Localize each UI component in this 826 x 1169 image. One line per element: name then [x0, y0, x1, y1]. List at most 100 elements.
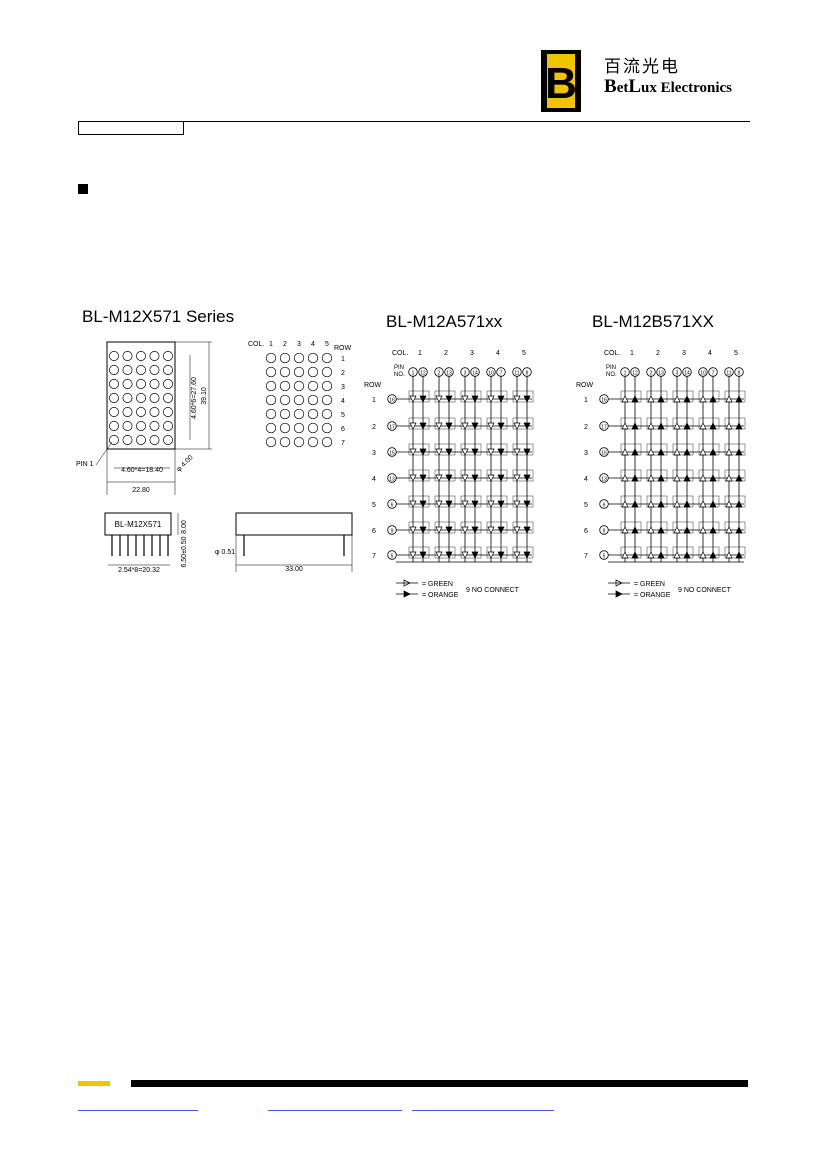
led-cell: [460, 521, 482, 534]
footer-link-3[interactable]: [412, 1110, 554, 1111]
led-cell: [646, 495, 668, 508]
led-diode-mark: [445, 500, 453, 508]
schematic-col-label: COL.: [392, 350, 408, 357]
dim-pin-dia: φ 0.51: [215, 549, 235, 556]
led-cell: [620, 417, 642, 430]
led-diode-mark: [513, 526, 521, 534]
led-diode-mark: [487, 448, 495, 456]
led-cell: [460, 495, 482, 508]
led-diode-mark: [435, 422, 443, 430]
led-cell: [434, 546, 456, 559]
led-diode-mark: [523, 448, 531, 456]
no-connect-note: 9 NO CONNECT: [466, 587, 520, 594]
footer-link-1[interactable]: [78, 1110, 198, 1111]
package-dot: [109, 379, 119, 389]
led-diode-mark: [461, 448, 469, 456]
led-cell: [460, 469, 482, 482]
matrix-dot: [265, 380, 277, 392]
led-diode-mark: [445, 448, 453, 456]
pin-number: 1: [412, 371, 415, 377]
matrix-dot: [293, 366, 305, 378]
package-dot: [109, 365, 119, 375]
led-cell: [672, 417, 694, 430]
package-dot: [163, 421, 173, 431]
led-diode-mark: [523, 500, 531, 508]
schematic-row-number: 5: [584, 502, 588, 509]
led-diode-mark: [513, 448, 521, 456]
led-diode-mark: [419, 474, 427, 482]
led-diode-mark: [435, 448, 443, 456]
pin-number: 3: [676, 371, 679, 377]
schematic-row-number: 4: [584, 476, 588, 483]
led-cell: [434, 390, 456, 403]
matrix-dot: [293, 422, 305, 434]
company-name-en: BetLux Electronics: [604, 76, 732, 97]
led-diode-mark: [409, 526, 417, 534]
matrix-row-number: 1: [341, 356, 345, 363]
package-dot: [109, 421, 119, 431]
led-diode-mark: [523, 422, 531, 430]
schematic-row-number: 3: [584, 450, 588, 457]
led-cell: [672, 469, 694, 482]
package-dot: [163, 435, 173, 445]
package-dot: [109, 351, 119, 361]
matrix-dot: [307, 366, 319, 378]
schematic-pin-label: PIN: [394, 365, 404, 371]
led-cell: [434, 417, 456, 430]
pin-number: 12: [420, 371, 426, 377]
matrix-col-label: COL.: [248, 341, 264, 348]
led-cell: [460, 417, 482, 430]
pin-number: 13: [389, 477, 395, 483]
led-diode-mark: [461, 500, 469, 508]
led-cell: [724, 390, 746, 403]
led-cell: [698, 546, 720, 559]
led-cell: [646, 390, 668, 403]
led-diode-mark: [513, 500, 521, 508]
series-title: BL-M12X571 Series: [82, 307, 234, 326]
matrix-dot: [265, 408, 277, 420]
package-dot: [149, 379, 160, 389]
mechanical-drawing: BL-M12X571 Series 4.60*6=27.60 39.10 4.6…: [76, 307, 353, 574]
header-rule: [184, 121, 750, 122]
matrix-row-number: 7: [341, 440, 345, 447]
pin-number: 3: [464, 371, 467, 377]
legend-orange-label: = ORANGE: [634, 592, 671, 599]
led-cell: [408, 469, 430, 482]
led-cell: [646, 546, 668, 559]
matrix-dot: [265, 352, 277, 364]
footer-link-2[interactable]: [268, 1110, 402, 1111]
matrix-dot: [265, 422, 277, 434]
led-cell: [672, 390, 694, 403]
schematic-col-number: 5: [734, 350, 738, 357]
matrix-dot: [293, 394, 305, 406]
pin-number: 13: [601, 477, 607, 483]
package-dot: [163, 365, 173, 375]
pin-number: 17: [601, 425, 607, 431]
led-cell: [620, 390, 642, 403]
schematic-row-number: 2: [372, 424, 376, 431]
led-cell: [698, 390, 720, 403]
led-cell: [698, 495, 720, 508]
matrix-dot: [293, 436, 305, 448]
matrix-col-number: 2: [283, 341, 287, 348]
pin-number: 7: [712, 371, 715, 377]
package-dot: [122, 407, 133, 417]
matrix-dot: [279, 408, 291, 420]
led-cell: [672, 521, 694, 534]
matrix-col-number: 1: [269, 341, 273, 348]
led-cell: [512, 390, 534, 403]
led-cell: [646, 521, 668, 534]
package-dot: [122, 393, 133, 403]
matrix-dot: [293, 408, 305, 420]
pin-number: 14: [684, 371, 690, 377]
package-dot: [122, 421, 133, 431]
led-cell: [486, 417, 508, 430]
led-cell: [646, 469, 668, 482]
matrix-col-number: 5: [325, 341, 329, 348]
schematic-col-number: 4: [708, 350, 712, 357]
matrix-dot: [307, 380, 319, 392]
matrix-row-number: 4: [341, 398, 345, 405]
matrix-dot: [307, 408, 319, 420]
package-dot: [122, 379, 133, 389]
pin-number: 16: [601, 398, 607, 404]
